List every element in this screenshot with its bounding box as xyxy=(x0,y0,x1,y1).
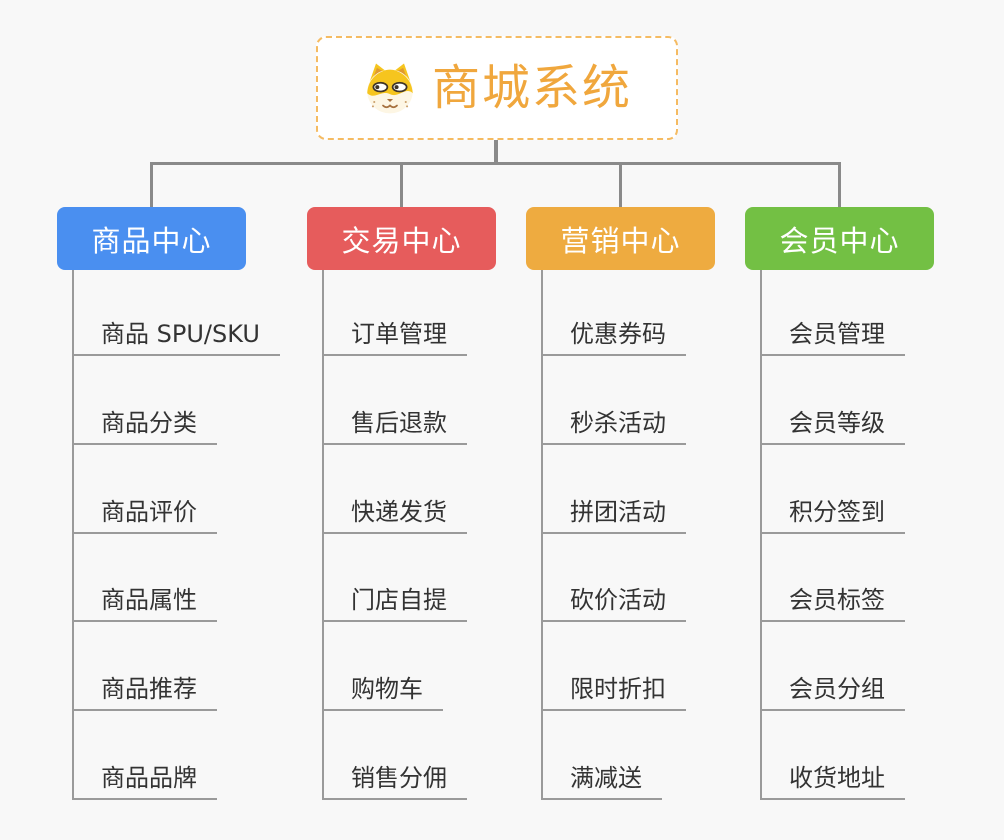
child-node[interactable]: 限时折扣 xyxy=(542,669,686,712)
branch-drop-connector xyxy=(150,162,153,210)
branches-horizontal-connector xyxy=(150,162,841,165)
child-node[interactable]: 优惠券码 xyxy=(542,314,686,356)
child-node[interactable]: 商品 SPU/SKU xyxy=(73,314,280,356)
branch-trunk-line xyxy=(541,270,543,800)
root-node[interactable]: 商城系统 xyxy=(316,36,678,140)
child-node[interactable]: 商品分类 xyxy=(73,403,217,445)
child-node[interactable]: 商品品牌 xyxy=(73,758,217,800)
branch-drop-connector xyxy=(619,162,622,210)
branch-trunk-line xyxy=(760,270,762,800)
child-node[interactable]: 满减送 xyxy=(542,758,662,800)
branch-trunk-line xyxy=(322,270,324,800)
branch-trunk-line xyxy=(72,270,74,800)
child-node[interactable]: 商品属性 xyxy=(73,580,217,623)
child-node[interactable]: 商品推荐 xyxy=(73,669,217,712)
branch-label: 会员中心 xyxy=(779,223,900,258)
child-node[interactable]: 会员标签 xyxy=(761,580,905,623)
child-node[interactable]: 门店自提 xyxy=(323,580,467,623)
child-node[interactable]: 商品评价 xyxy=(73,492,217,534)
child-node[interactable]: 秒杀活动 xyxy=(542,403,686,445)
branch-box[interactable]: 商品中心 xyxy=(57,207,246,270)
child-node[interactable]: 积分签到 xyxy=(761,492,905,534)
branch-drop-connector xyxy=(400,162,403,210)
child-node[interactable]: 会员分组 xyxy=(761,669,905,712)
branch-drop-connector xyxy=(838,162,841,210)
branch-label: 营销中心 xyxy=(560,223,681,258)
child-node[interactable]: 会员等级 xyxy=(761,403,905,445)
branch-box[interactable]: 交易中心 xyxy=(307,207,496,270)
branch-box[interactable]: 会员中心 xyxy=(745,207,934,270)
branch-label: 商品中心 xyxy=(91,223,212,258)
child-node[interactable]: 会员管理 xyxy=(761,314,905,356)
branch-box[interactable]: 营销中心 xyxy=(526,207,715,270)
child-node[interactable]: 快递发货 xyxy=(323,492,467,534)
child-node[interactable]: 砍价活动 xyxy=(542,580,686,623)
child-node[interactable]: 销售分佣 xyxy=(323,758,467,800)
child-node[interactable]: 拼团活动 xyxy=(542,492,686,534)
child-node[interactable]: 收货地址 xyxy=(761,758,905,800)
root-title: 商城系统 xyxy=(431,60,632,116)
child-node[interactable]: 售后退款 xyxy=(323,403,467,445)
child-node[interactable]: 购物车 xyxy=(323,669,443,712)
branch-label: 交易中心 xyxy=(341,223,462,258)
root-connector-stub xyxy=(494,140,498,165)
child-node[interactable]: 订单管理 xyxy=(323,314,467,356)
dog-face-icon xyxy=(362,60,418,116)
